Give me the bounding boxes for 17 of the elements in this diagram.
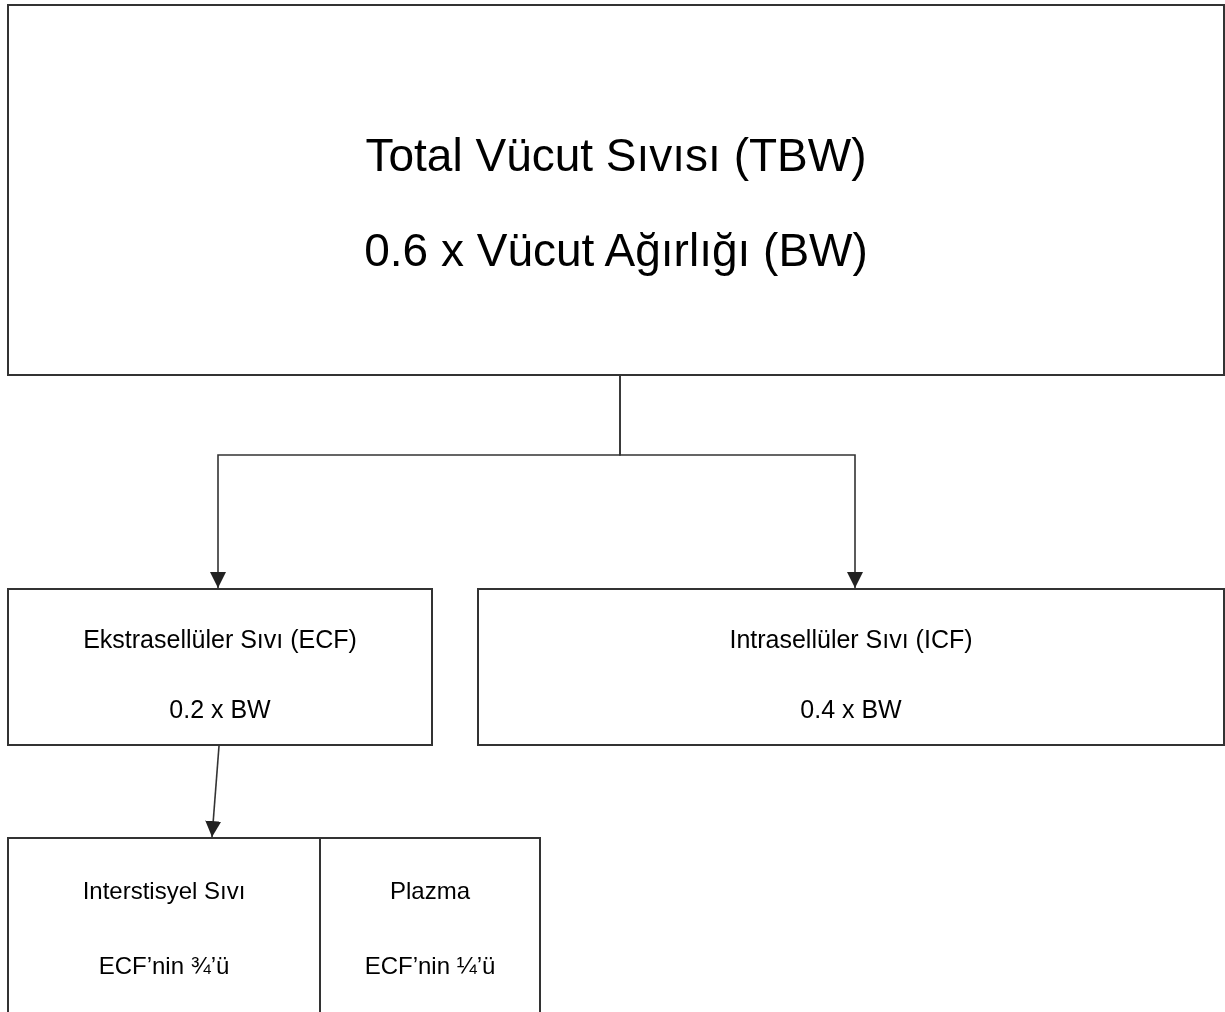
split-box [7,837,541,1012]
box-heading: Total Vücut Sıvısı (TBW) [364,128,868,183]
arrow [205,745,222,838]
box-formula: 0.4 x BW [799,695,903,724]
box-heading: Interstisyel Sıvı [81,876,247,905]
box-heading: Plazma [389,876,471,905]
process-box [477,588,1225,746]
process-box [7,4,1225,376]
box-formula: ECF’nin ¼’ü [363,951,497,980]
box-formula: 0.2 x BW [168,695,272,724]
box-heading: Intrasellüler Sıvı (ICF) [728,625,974,654]
table-cell [319,839,539,1012]
box-formula: ECF’nin ¾’ü [97,951,231,980]
box-heading: Ekstrasellüler Sıvı (ECF) [82,625,358,654]
arrow [619,375,863,589]
box-formula: 0.6 x Vücut Ağırlığı (BW) [363,223,869,278]
process-box [7,588,433,746]
